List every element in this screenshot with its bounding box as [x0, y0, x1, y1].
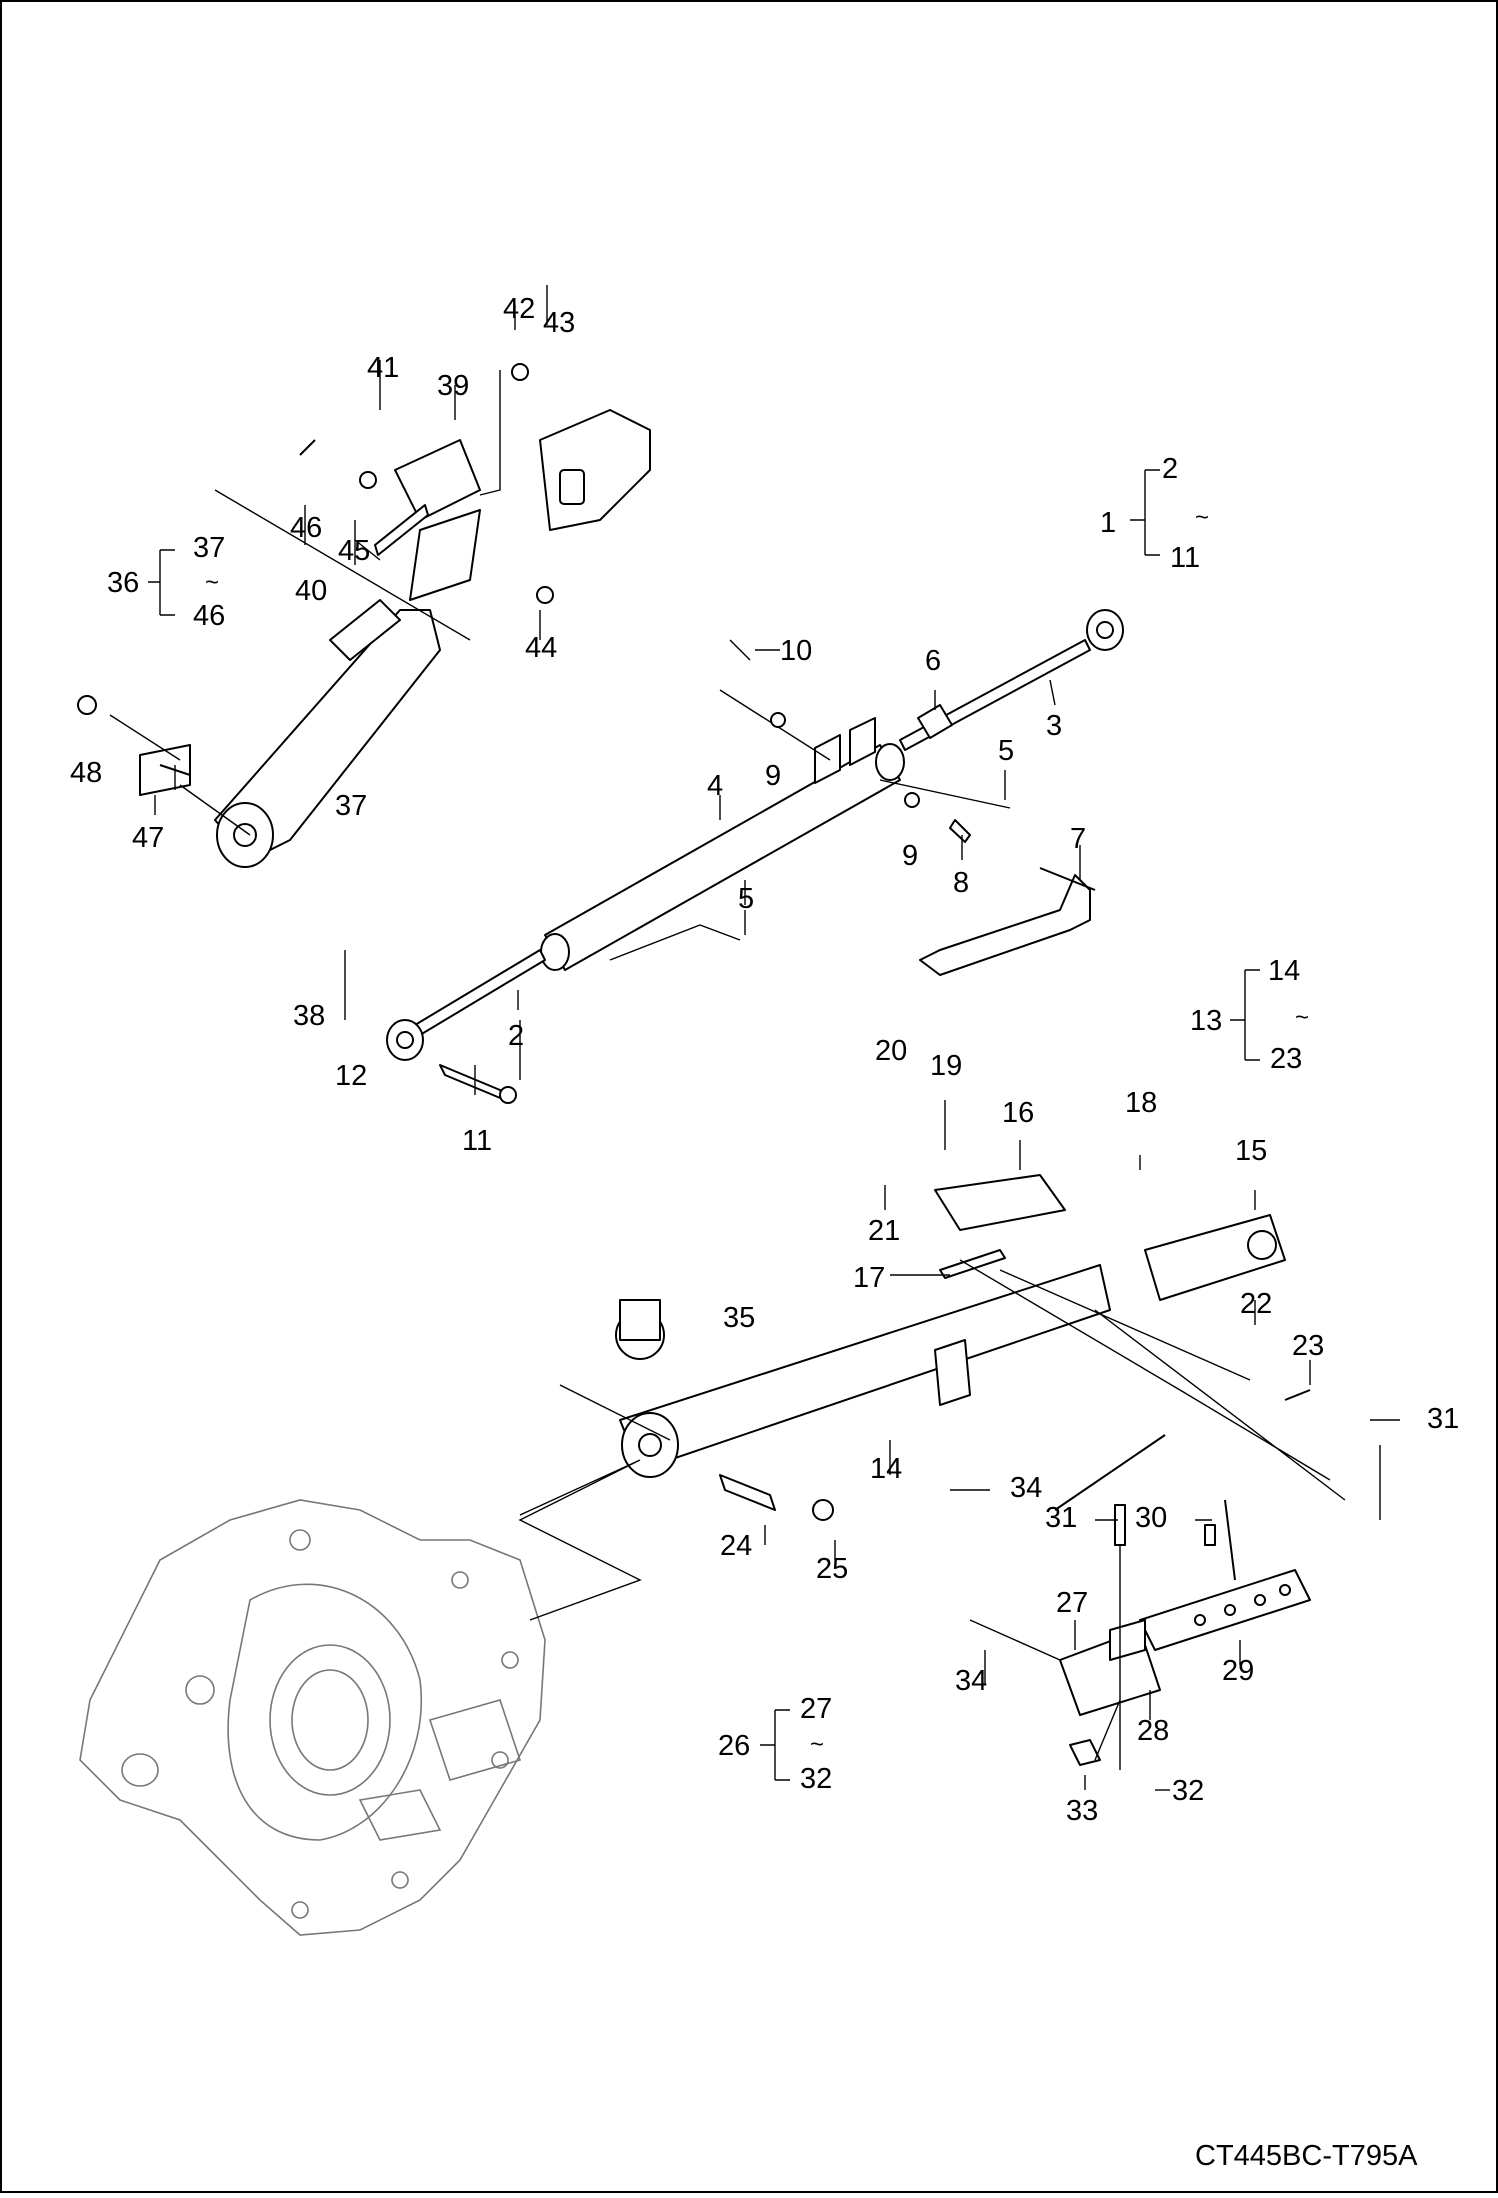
left-lift-link-drawing [518, 1174, 1381, 1621]
callout-25: 25 [816, 1553, 848, 1585]
callout-47: 47 [132, 822, 164, 854]
callout-9a: 9 [765, 760, 781, 792]
callout-41: 41 [367, 352, 399, 384]
callout-22: 22 [1240, 1288, 1272, 1320]
group-1-to: 11 [1170, 542, 1200, 574]
callout-11: 11 [462, 1125, 492, 1157]
callout-17: 17 [853, 1262, 885, 1294]
callout-12: 12 [335, 1060, 367, 1092]
callout-45: 45 [338, 535, 370, 567]
callout-26: 26 [718, 1730, 750, 1762]
callout-14: 14 [870, 1453, 902, 1485]
callout-2: 2 [508, 1020, 524, 1052]
group-26-to: 32 [800, 1763, 832, 1795]
group-36-tilde: ~ [205, 569, 219, 596]
callout-7: 7 [1070, 823, 1086, 855]
callout-44: 44 [525, 632, 557, 664]
group-26-from: 27 [800, 1693, 832, 1725]
callout-29: 29 [1222, 1655, 1254, 1687]
stabilizer-bar-drawing [969, 1504, 1311, 1770]
group-13-tilde: ~ [1295, 1004, 1309, 1031]
callout-5a: 5 [998, 735, 1014, 767]
callout-35: 35 [723, 1302, 755, 1334]
callout-34b: 34 [1010, 1472, 1042, 1504]
callout-31a: 31 [1045, 1502, 1077, 1534]
callout-36: 36 [107, 567, 139, 599]
callout-3: 3 [1046, 710, 1062, 742]
callout-28: 28 [1137, 1715, 1169, 1747]
right-lift-link-drawing [77, 363, 651, 868]
callout-40: 40 [295, 575, 327, 607]
callout-42: 42 [503, 293, 535, 325]
callout-21: 21 [868, 1215, 900, 1247]
callout-8: 8 [953, 867, 969, 899]
callout-23: 23 [1292, 1330, 1324, 1362]
group-36-from: 37 [193, 532, 225, 564]
callout-33: 33 [1066, 1795, 1098, 1827]
callout-18: 18 [1125, 1087, 1157, 1119]
callout-34a: 34 [955, 1665, 987, 1697]
group-13-to: 23 [1270, 1043, 1302, 1075]
callout-30: 30 [1135, 1502, 1167, 1534]
callout-4: 4 [707, 770, 723, 802]
callout-6: 6 [925, 645, 941, 677]
callout-10: 10 [780, 635, 812, 667]
callout-19: 19 [930, 1050, 962, 1082]
callout-46: 46 [290, 512, 322, 544]
callout-39: 39 [437, 370, 469, 402]
leader-lines [154, 285, 1400, 1791]
group-13-from: 14 [1268, 955, 1300, 987]
callout-43: 43 [543, 307, 575, 339]
callout-15: 15 [1235, 1135, 1267, 1167]
callout-labels: 1 2 3 4 5 5 6 7 8 9 9 10 11 12 13 14 15 … [70, 293, 1459, 1827]
callout-5b: 5 [738, 883, 754, 915]
callout-48: 48 [70, 757, 102, 789]
transmission-housing-drawing [79, 1499, 546, 1936]
callout-20: 20 [875, 1035, 907, 1067]
callout-24: 24 [720, 1530, 752, 1562]
group-brackets [148, 469, 1260, 1781]
callout-9b: 9 [902, 840, 918, 872]
group-range-labels: 2 ~ 11 14 ~ 23 37 ~ 46 27 ~ 32 [193, 453, 1309, 1795]
callout-31b: 31 [1427, 1403, 1459, 1435]
callout-27: 27 [1056, 1587, 1088, 1619]
callout-37: 37 [335, 790, 367, 822]
group-1-from: 2 [1162, 453, 1178, 485]
callout-13: 13 [1190, 1005, 1222, 1037]
group-1-tilde: ~ [1195, 504, 1209, 531]
callout-32: 32 [1172, 1775, 1204, 1807]
callout-38: 38 [293, 1000, 325, 1032]
group-26-tilde: ~ [810, 1731, 824, 1758]
top-link-assembly-drawing [386, 609, 1124, 1104]
callout-1: 1 [1100, 507, 1116, 539]
callout-16: 16 [1002, 1097, 1034, 1129]
group-36-to: 46 [193, 600, 225, 632]
drawing-code: CT445BC-T795A [1195, 2140, 1418, 2172]
